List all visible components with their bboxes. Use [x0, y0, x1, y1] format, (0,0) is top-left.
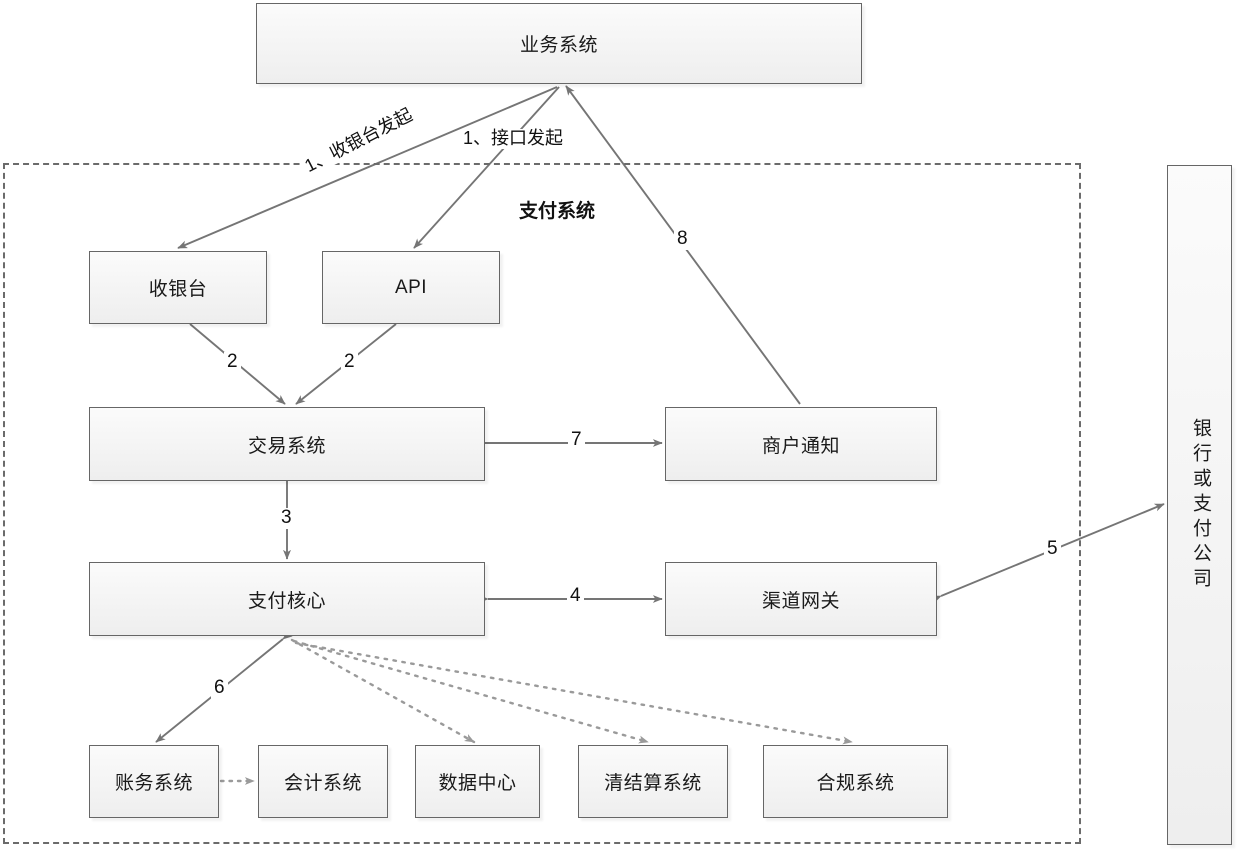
- edge-label-step6: 6: [211, 677, 228, 699]
- edge-label-step3: 3: [278, 507, 295, 529]
- node-payment-core[interactable]: 支付核心: [89, 562, 485, 636]
- edge-label-api-initiate: 1、接口发起: [461, 128, 566, 149]
- edge-label-step8: 8: [674, 228, 691, 250]
- node-label: 交易系统: [247, 435, 326, 457]
- edge-label-step7: 7: [568, 429, 585, 451]
- node-label: 清结算系统: [604, 773, 702, 794]
- node-cashier[interactable]: 收银台: [89, 251, 267, 324]
- node-label: API: [394, 276, 428, 298]
- node-data-center[interactable]: 数据中心: [415, 745, 540, 818]
- node-label: 会计系统: [283, 773, 362, 794]
- edge-label-step2-right: 2: [341, 351, 358, 373]
- node-channel-gateway[interactable]: 渠道网关: [665, 562, 937, 636]
- node-account-system[interactable]: 账务系统: [89, 745, 219, 818]
- node-compliance-system[interactable]: 合规系统: [763, 745, 948, 818]
- node-label: 业务系统: [519, 35, 598, 56]
- edge-label-step2-left: 2: [224, 351, 241, 373]
- node-accounting-system[interactable]: 会计系统: [258, 745, 388, 818]
- node-bank-or-payment-company[interactable]: 银行或支付公司: [1167, 165, 1232, 845]
- node-settlement-system[interactable]: 清结算系统: [578, 745, 728, 818]
- node-business-system[interactable]: 业务系统: [256, 3, 862, 84]
- node-label: 数据中心: [438, 773, 517, 794]
- node-label: 合规系统: [816, 773, 895, 794]
- node-transaction-system[interactable]: 交易系统: [89, 407, 485, 481]
- node-label: 银行或支付公司: [1189, 417, 1211, 593]
- node-label: 商户通知: [761, 435, 840, 457]
- node-merchant-notify[interactable]: 商户通知: [665, 407, 937, 481]
- node-api[interactable]: API: [322, 251, 500, 324]
- node-label: 支付核心: [247, 590, 326, 612]
- node-label: 渠道网关: [761, 590, 840, 612]
- edge-label-step5: 5: [1044, 538, 1061, 560]
- node-label: 账务系统: [114, 773, 193, 794]
- payment-system-group-label: 支付系统: [519, 201, 596, 222]
- edge-label-step4: 4: [567, 585, 584, 607]
- node-label: 收银台: [148, 279, 208, 300]
